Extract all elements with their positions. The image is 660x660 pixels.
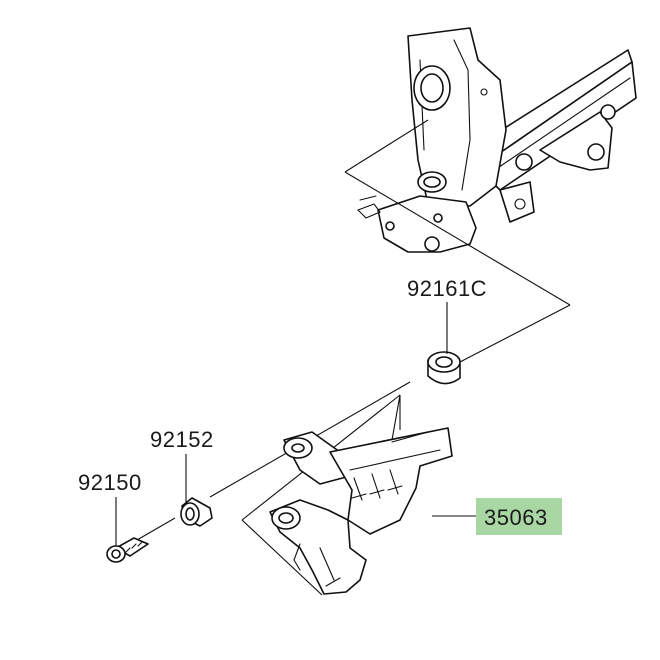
callout-35063-highlight [476,498,562,535]
callout-leaders [115,302,478,546]
collar-92152 [180,497,213,527]
bracket-35063 [269,427,453,595]
callout-92152[interactable]: 92152 [150,427,214,452]
bushing-92161c [427,351,461,385]
callout-92150[interactable]: 92150 [78,470,142,495]
bolt-92150 [106,537,149,563]
callout-92161c[interactable]: 92161C [407,276,487,301]
callout-35063[interactable]: 35063 [484,505,548,530]
frame-assembly [357,27,637,253]
